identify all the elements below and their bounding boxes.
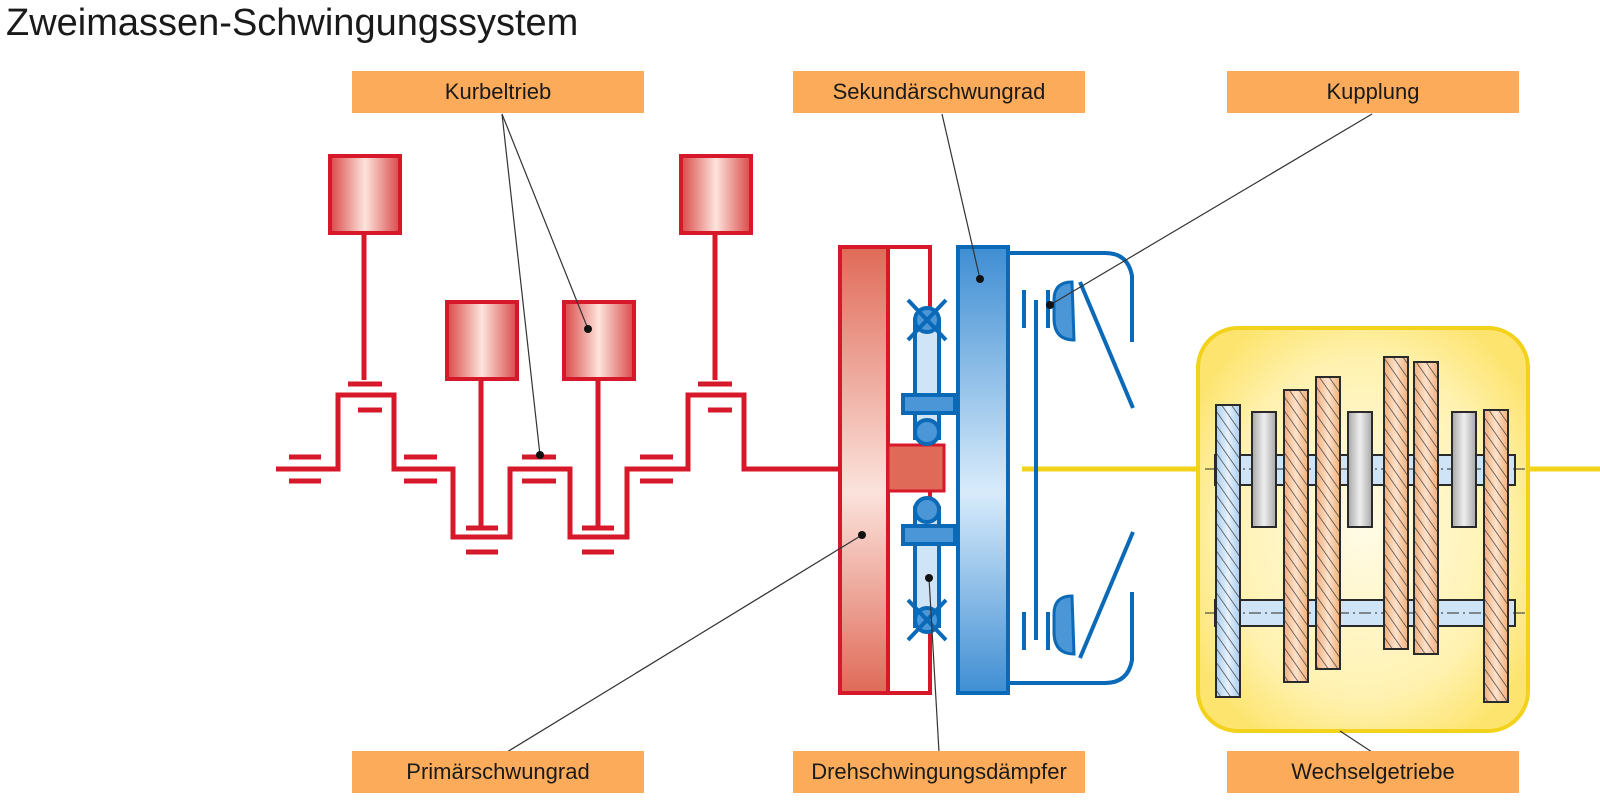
pistons [328,154,753,381]
label-kurbeltrieb: Kurbeltrieb [352,71,644,113]
crankshaft [276,231,840,540]
secondary-flywheel [956,245,1010,695]
leader-dots [536,275,1054,582]
gearbox [1196,326,1530,733]
primary-flywheel [838,245,946,695]
page-title: Zweimassen-Schwingungssystem [6,2,579,44]
label-drehschwingungsdaempfer: Drehschwingungsdämpfer [793,751,1085,793]
label-sekundaerschwungrad: Sekundärschwungrad [793,71,1085,113]
label-primaerschwungrad: Primärschwungrad [352,751,644,793]
label-kupplung: Kupplung [1227,71,1519,113]
label-wechselgetriebe: Wechselgetriebe [1227,751,1519,793]
leader-lines [501,113,1373,753]
crank-bearings [280,381,732,555]
clutch [1008,251,1135,685]
torsion-damper [901,298,957,642]
